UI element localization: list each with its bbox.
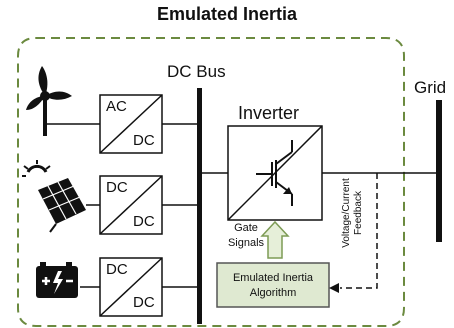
dc-bus-label: DC Bus [167, 62, 226, 81]
feedback-arrowhead [329, 283, 339, 293]
algorithm-box [216, 262, 330, 308]
diagram-title: Emulated Inertia [156, 4, 298, 24]
converter-2-bottom-label: DC [133, 213, 155, 230]
algorithm-line2: Algorithm [249, 287, 297, 299]
feedback-line2: Feedback [353, 191, 364, 235]
converter-2-top-label: DC [106, 179, 128, 196]
solar-panel-icon [22, 160, 86, 233]
converter-1-bottom-label: DC [133, 132, 155, 149]
grid-bar [436, 100, 442, 242]
converter-1-top-label: AC [106, 98, 127, 115]
boundary-dashed [17, 37, 405, 327]
dc-bus-bar [197, 88, 202, 324]
inverter-label: Inverter [238, 103, 300, 123]
algorithm-line1: Emulated Inertia [232, 272, 314, 284]
converter-3-bottom-label: DC [133, 294, 155, 311]
grid-label: Grid [414, 78, 447, 97]
algorithm-label: Emulated Inertia Algorithm [217, 265, 329, 307]
feedback-label: Voltage/Current Feedback [327, 168, 379, 258]
igbt-symbol-icon [256, 140, 293, 206]
feedback-line1: Voltage/Current [341, 178, 352, 248]
battery-icon [36, 262, 78, 298]
converter-3-top-label: DC [106, 261, 128, 278]
gate-signals-line2: Signals [227, 237, 265, 249]
feedback-dashed-line [340, 173, 378, 289]
converter-dc-dc-2 [99, 257, 163, 317]
gate-signals-arrow [260, 220, 290, 259]
wind-turbine-icon [26, 66, 72, 136]
gate-signals-line1: Gate [234, 222, 258, 234]
gate-signals-label: Gate Signals [216, 221, 276, 251]
